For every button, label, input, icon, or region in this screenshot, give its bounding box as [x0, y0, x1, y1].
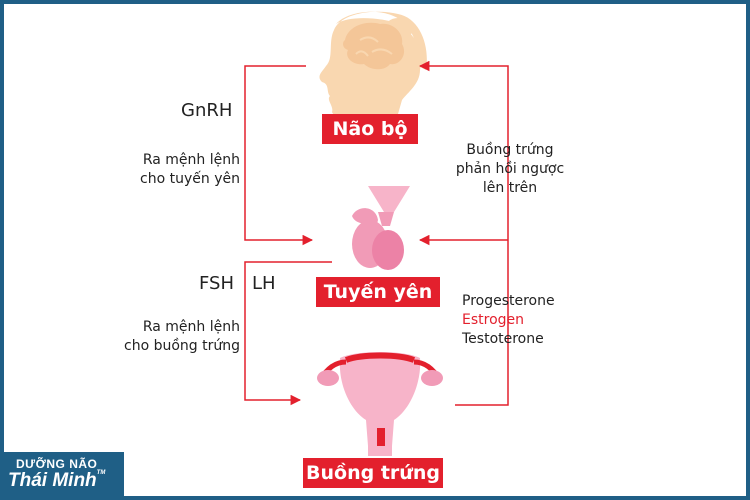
fsh-lh-desc-line1: Ra mệnh lệnh: [142, 319, 240, 335]
uterus-illustration: [317, 352, 443, 456]
gnrh-description: Ra mệnh lệnh cho tuyến yên: [100, 151, 240, 189]
fsh-lh-desc-line2: cho buồng trứng: [124, 338, 240, 354]
lh-label: LH: [252, 273, 276, 294]
feedback-line2: phản hồi ngược: [455, 161, 565, 177]
fsh-label: FSH: [199, 273, 234, 294]
feedback-line3: lên trên: [482, 180, 538, 196]
feedback-description: Buồng trứng phản hồi ngược lên trên: [440, 141, 580, 198]
feedback-line1: Buồng trứng: [466, 142, 554, 158]
gnrh-desc-line1: Ra mệnh lệnh: [142, 152, 240, 168]
fsh-lh-arrow: [244, 261, 332, 406]
brand-logo: DƯỠNG NÃO Thái MinhTM: [4, 452, 124, 496]
feedback-arrow: [418, 60, 509, 406]
gnrh-desc-line2: cho tuyến yên: [140, 171, 240, 187]
progesterone-label: Progesterone: [462, 293, 555, 309]
ovary-label: Buồng trứng: [303, 458, 443, 488]
estrogen-label: Estrogen: [462, 312, 525, 328]
brand-logo-line2: Thái MinhTM: [8, 470, 105, 492]
brain-label: Não bộ: [322, 114, 418, 144]
testosterone-label: Testoterone: [462, 331, 544, 347]
brand-logo-name: Thái Minh: [8, 470, 97, 491]
ovary-hormones: Progesterone Estrogen Testoterone: [462, 292, 602, 349]
brain-head-illustration: [319, 11, 427, 121]
brand-logo-tm: TM: [96, 470, 106, 476]
gnrh-arrow: [244, 65, 314, 246]
pituitary-illustration: [352, 186, 410, 270]
fsh-lh-description: Ra mệnh lệnh cho buồng trứng: [90, 318, 240, 356]
pituitary-label: Tuyến yên: [316, 277, 440, 307]
gnrh-label: GnRH: [181, 100, 233, 121]
brand-logo-line1: DƯỠNG NÃO: [16, 457, 98, 471]
